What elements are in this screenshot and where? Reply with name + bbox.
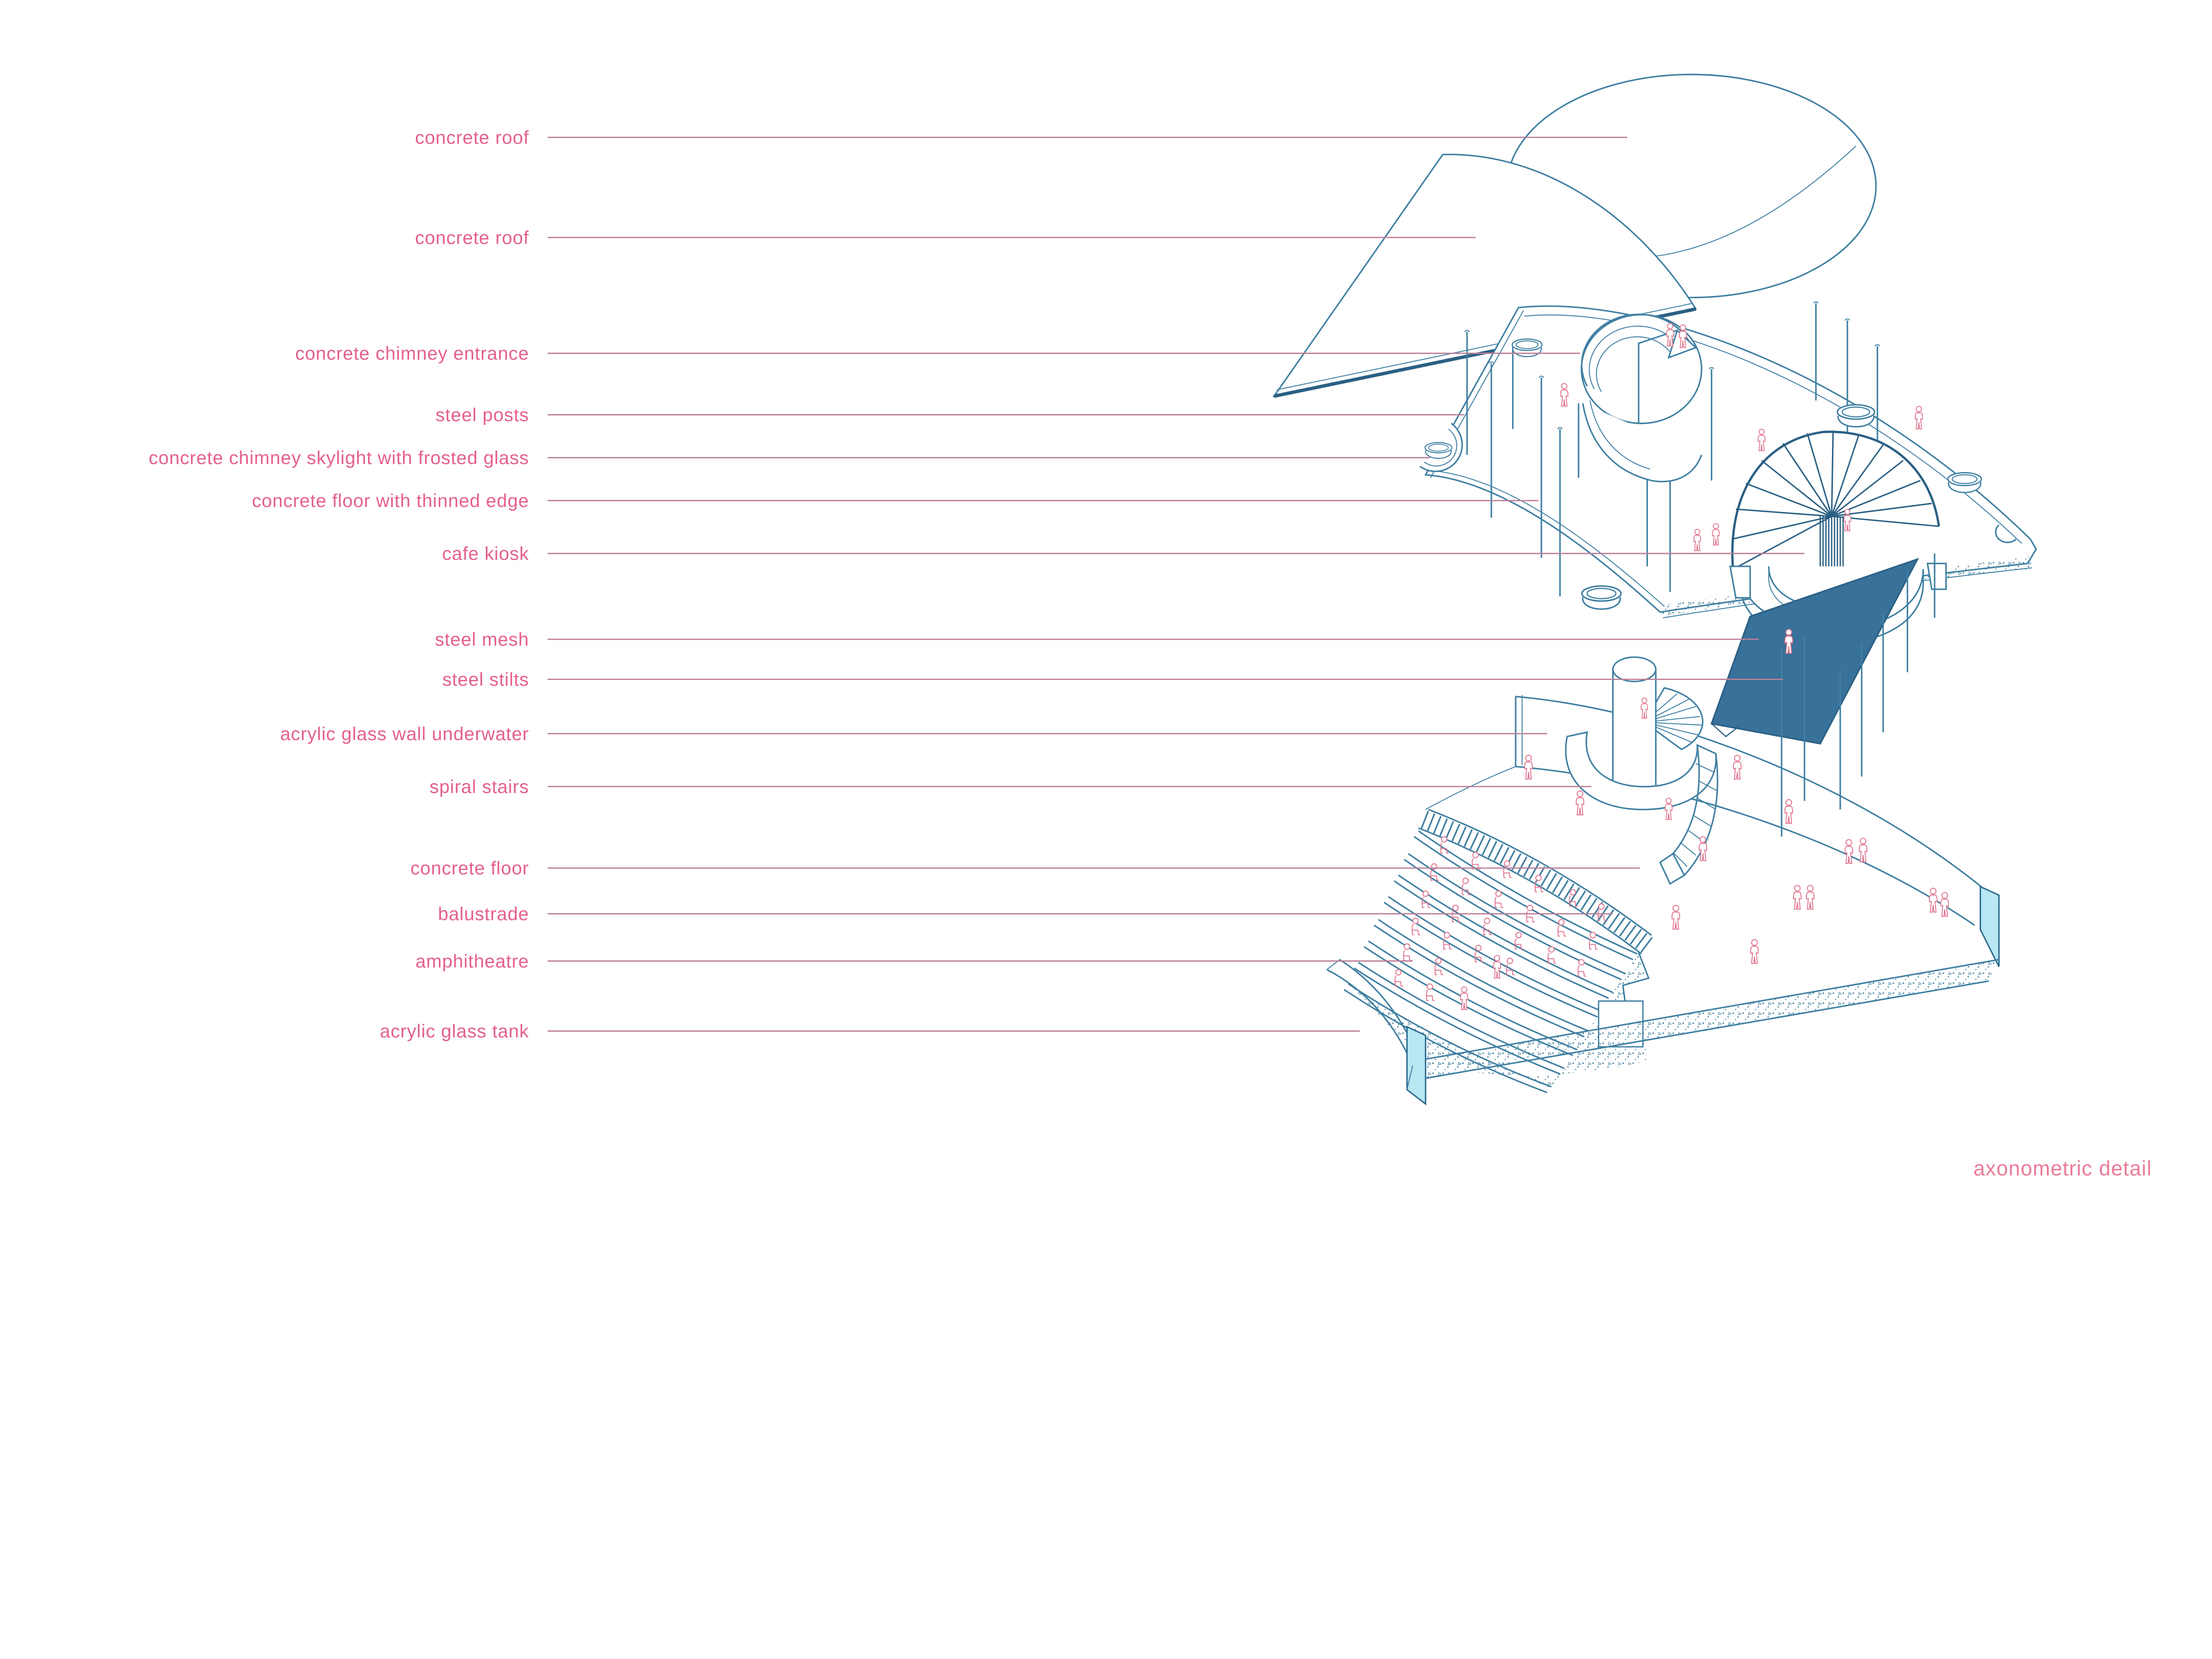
spiral-stairs (1565, 656, 1718, 885)
callout-concrete-chimney-entrance: concrete chimney entrance (295, 343, 1580, 364)
callout-concrete-roof-top: concrete roof (415, 127, 1628, 148)
steel-posts-rods (1464, 301, 1880, 597)
label-acrylic-glass-tank: acrylic glass tank (380, 1021, 529, 1041)
label-concrete-floor: concrete floor (411, 858, 529, 879)
drawing-caption: axonometric detail (1974, 1157, 2152, 1180)
label-concrete-chimney-entrance: concrete chimney entrance (295, 343, 529, 364)
callout-concrete-roof-cone: concrete roof (415, 227, 1476, 248)
acrylic-wall-end-face (1979, 885, 2000, 967)
callout-amphitheatre: amphitheatre (415, 951, 1413, 972)
callout-concrete-chimney-skylight: concrete chimney skylight with frosted g… (149, 447, 1430, 468)
steel-mesh-panel (1710, 557, 1919, 745)
label-balustrade: balustrade (438, 903, 529, 924)
floor-front-edge (1422, 959, 1999, 1079)
label-steel-posts: steel posts (435, 404, 529, 425)
label-steel-mesh: steel mesh (435, 629, 529, 650)
acrylic-glass-tank-wall (1326, 959, 1426, 1106)
tank-wall-end-face (1406, 1025, 1426, 1106)
label-acrylic-glass-wall-underwater: acrylic glass wall underwater (280, 723, 529, 744)
lower-floor-plate (1324, 656, 2001, 1107)
callout-steel-stilts: steel stilts (442, 669, 1783, 690)
label-cafe-kiosk: cafe kiosk (442, 543, 529, 564)
label-concrete-roof-top: concrete roof (415, 127, 529, 148)
label-amphitheatre: amphitheatre (415, 951, 529, 972)
callout-balustrade: balustrade (438, 903, 1613, 924)
label-steel-stilts: steel stilts (442, 669, 529, 690)
label-concrete-floor-thinned-edge: concrete floor with thinned edge (252, 490, 529, 511)
callout-acrylic-glass-tank: acrylic glass tank (380, 1021, 1360, 1041)
steel-stilts-rods (1781, 553, 1936, 837)
callout-spiral-stairs: spiral stairs (430, 776, 1592, 797)
callout-concrete-floor: concrete floor (411, 858, 1640, 879)
callout-acrylic-glass-wall-underwater: acrylic glass wall underwater (280, 723, 1548, 744)
callout-concrete-floor-thinned-edge: concrete floor with thinned edge (252, 490, 1539, 511)
callout-steel-mesh: steel mesh (435, 629, 1759, 650)
callout-cafe-kiosk: cafe kiosk (442, 543, 1805, 564)
callout-steel-posts: steel posts (435, 404, 1464, 425)
label-spiral-stairs: spiral stairs (430, 776, 529, 797)
balustrade-band (1418, 809, 1653, 955)
axonometric-drawing: concrete roof concrete roof concrete chi… (149, 73, 2152, 1180)
axonometric-detail-page: concrete roof concrete roof concrete chi… (149, 73, 2152, 1180)
callouts: concrete roof concrete roof concrete chi… (149, 127, 1805, 1041)
acrylic-glass-wall (1425, 695, 2000, 967)
label-concrete-roof-cone: concrete roof (415, 227, 529, 248)
label-concrete-chimney-skylight: concrete chimney skylight with frosted g… (149, 447, 529, 468)
